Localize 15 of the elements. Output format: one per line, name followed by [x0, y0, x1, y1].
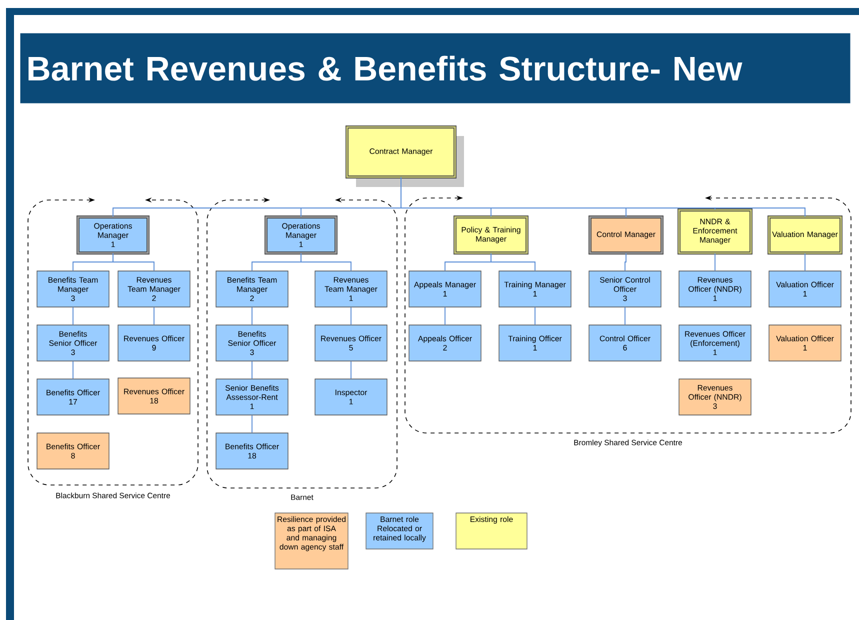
connector-line — [72, 360, 74, 380]
connector-line — [400, 176, 806, 218]
connector-line — [300, 252, 352, 272]
connector-line — [490, 252, 536, 272]
connector-line — [72, 306, 74, 326]
connector-line — [444, 306, 446, 326]
connector-line — [804, 252, 806, 272]
connector-line — [350, 306, 352, 326]
connector-line — [624, 252, 626, 272]
connector-line — [350, 360, 352, 380]
connector-line — [112, 252, 154, 272]
connector-line — [624, 306, 626, 326]
title-banner: Barnet Revenues & Benefits Structure- New — [20, 33, 850, 104]
connector-line — [714, 252, 716, 272]
connector-line — [534, 306, 536, 326]
